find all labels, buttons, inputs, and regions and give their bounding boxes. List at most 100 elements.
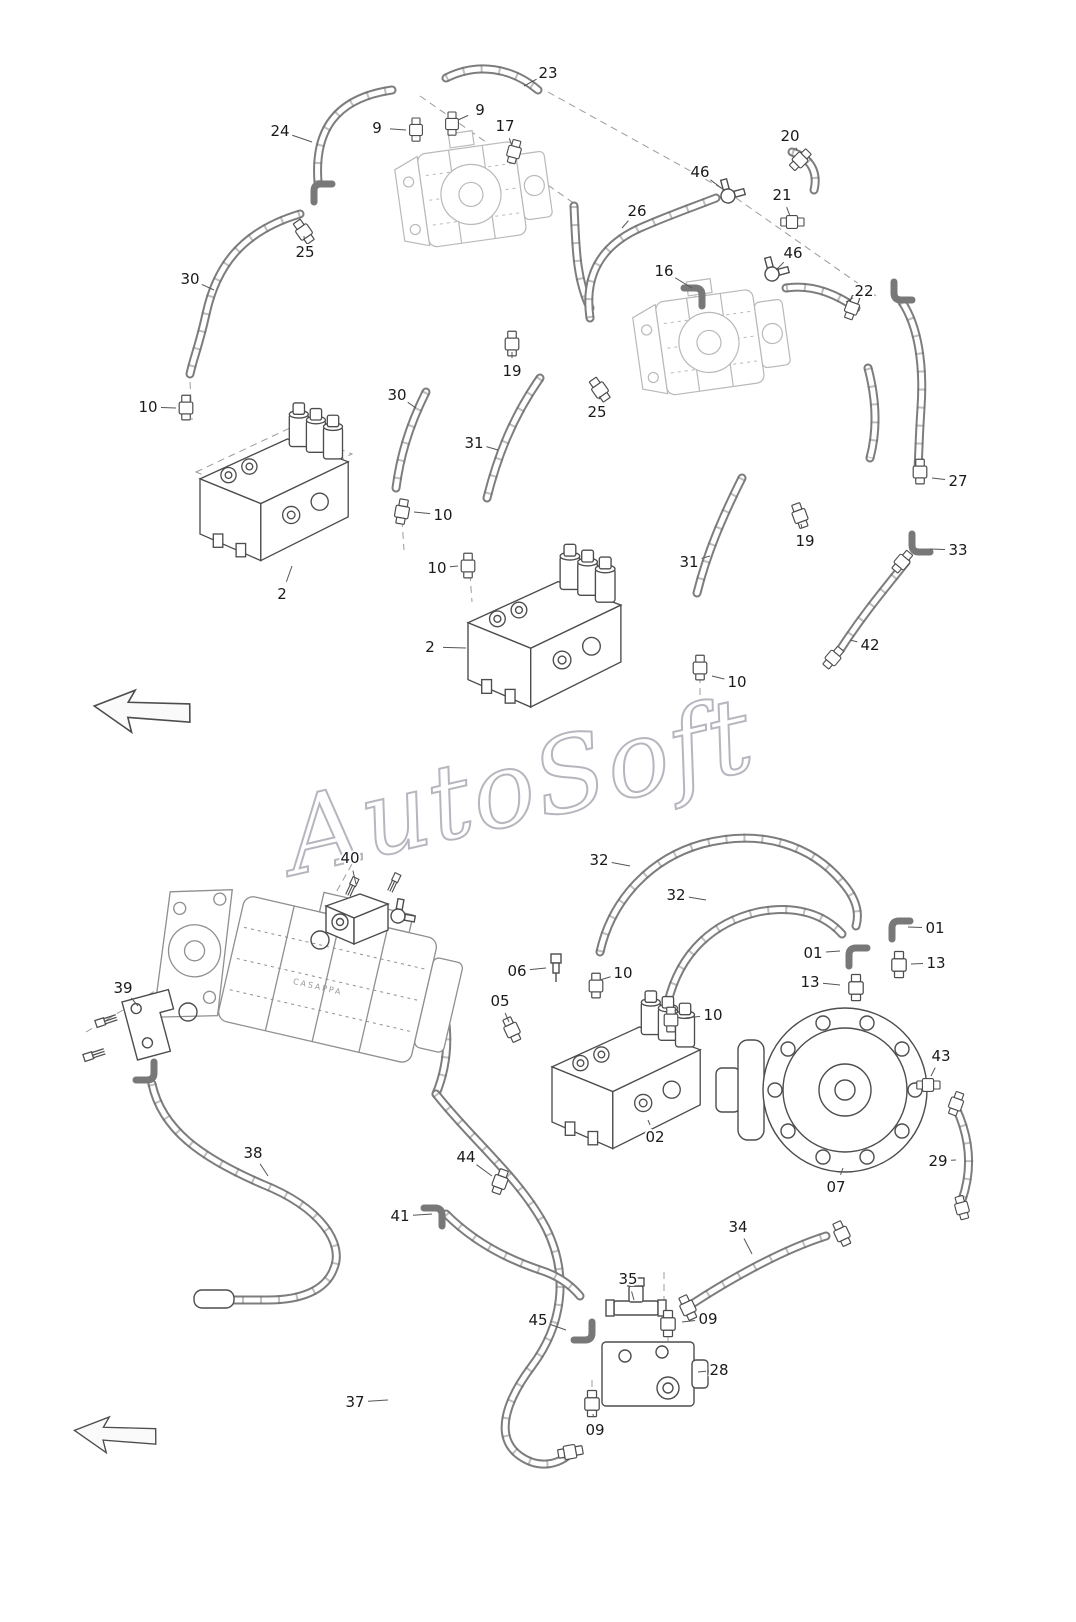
leader-line [631, 1291, 635, 1301]
callout-09: 09 [698, 1310, 717, 1328]
artwork-layer: CASAPPA [71, 64, 974, 1469]
leader-line [743, 1238, 753, 1255]
leader-line [292, 134, 313, 143]
elbow-27-top [894, 282, 912, 300]
fitting-13b [848, 973, 864, 1002]
leader-line [504, 1012, 510, 1023]
fitting-05 [499, 1014, 524, 1045]
leader-line [907, 926, 923, 929]
hose-30-left [185, 209, 305, 379]
leader-line [130, 997, 139, 1007]
leader-line [449, 565, 459, 568]
callout-06: 06 [507, 962, 526, 980]
callout-46: 46 [783, 244, 802, 262]
leader-line [849, 639, 858, 643]
callout-10: 10 [613, 964, 632, 982]
leader-line [710, 179, 725, 191]
callout-26: 26 [627, 202, 646, 220]
valve-block-2-mid [468, 544, 621, 707]
callout-30: 30 [180, 270, 199, 288]
callout-30: 30 [387, 386, 406, 404]
callout-19: 19 [795, 532, 814, 550]
hose-38 [147, 1079, 341, 1305]
callout-40: 40 [340, 849, 359, 867]
fitting-37-end [556, 1442, 585, 1462]
elbow-45 [574, 1322, 592, 1340]
callout-10: 10 [727, 673, 746, 691]
callout-23: 23 [538, 64, 557, 82]
leader-line [523, 78, 537, 87]
fitting-09b [584, 1389, 600, 1418]
leader-line [822, 982, 841, 986]
fitting-9a [409, 117, 423, 142]
fitting-10d [692, 654, 708, 681]
fitting-25b [586, 375, 613, 405]
leader-line [352, 870, 357, 885]
callout-31: 31 [679, 553, 698, 571]
callout-24: 24 [270, 122, 289, 140]
hose-32-a [595, 833, 862, 957]
fitting-29-bottom [952, 1194, 972, 1222]
callout-17: 17 [495, 117, 514, 135]
elbow-41-end [424, 1208, 442, 1226]
leader-line [795, 147, 798, 151]
fitting-13a [891, 950, 907, 979]
fitting-21 [780, 215, 805, 229]
elbow-24 [314, 184, 332, 202]
callout-32: 32 [589, 851, 608, 869]
fitting-29-top [945, 1089, 967, 1118]
callout-34: 34 [728, 1218, 747, 1236]
direction-arrow-bottom [71, 1411, 160, 1461]
valve-block-2-left [200, 403, 348, 561]
callout-10: 10 [703, 1006, 722, 1024]
callout-10: 10 [427, 559, 446, 577]
leader-line [201, 283, 215, 291]
callout-9: 9 [372, 119, 382, 137]
callout-27: 27 [948, 472, 967, 490]
leader-line [929, 548, 946, 551]
callout-01: 01 [803, 944, 822, 962]
callout-25: 25 [587, 403, 606, 421]
callout-07: 07 [826, 1178, 845, 1196]
callout-39: 39 [113, 979, 132, 997]
fitting-44 [488, 1167, 512, 1197]
leader-line [599, 976, 611, 981]
callout-10: 10 [433, 506, 452, 524]
leader-line [529, 967, 547, 971]
fitting-43 [916, 1078, 941, 1092]
fitting-09a [660, 1309, 676, 1338]
fitting-9b [445, 111, 459, 136]
hydraulic-motor-07 [715, 1007, 928, 1173]
callout-13: 13 [926, 954, 945, 972]
leader-line [598, 395, 601, 400]
leader-line [476, 1164, 493, 1177]
leader-line [684, 1015, 701, 1019]
leader-line [508, 138, 513, 147]
leader-line [840, 1167, 844, 1175]
callout-25: 25 [295, 243, 314, 261]
callout-9: 9 [475, 101, 485, 119]
callout-46: 46 [690, 163, 709, 181]
valve-40 [310, 872, 419, 950]
callout-22: 22 [854, 282, 873, 300]
callout-2: 2 [277, 585, 287, 603]
callout-42: 42 [860, 636, 879, 654]
fitting-25a [290, 217, 317, 247]
fitting-10e [588, 972, 604, 999]
elbow-38-start [136, 1062, 154, 1080]
fitting-10c [460, 552, 476, 579]
leader-line [775, 261, 785, 271]
fitting-10a [178, 394, 194, 421]
leader-line [697, 1370, 707, 1373]
callout-09: 09 [585, 1421, 604, 1439]
callout-02: 02 [645, 1128, 664, 1146]
leader-line [701, 555, 711, 559]
leader-line [621, 220, 629, 229]
leader-line [259, 1163, 269, 1177]
leader-line [681, 1319, 696, 1323]
leader-line [285, 565, 293, 582]
leader-line [786, 206, 791, 217]
leader-line [160, 406, 177, 409]
leader-line [442, 646, 467, 649]
